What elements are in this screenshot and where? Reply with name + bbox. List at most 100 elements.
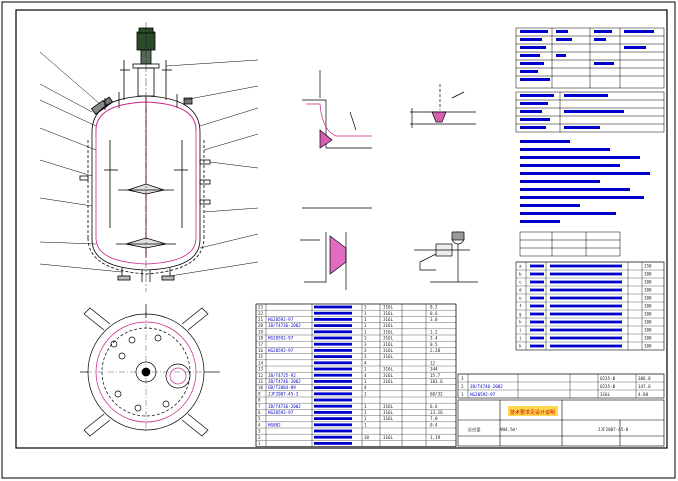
detail-weld-3	[300, 232, 347, 290]
bom-cell-qty: 1	[364, 323, 367, 328]
bom-cell-no: 22	[258, 311, 264, 316]
bom-cell-name-block	[314, 336, 352, 340]
bom-cell-qty: 1	[364, 416, 367, 421]
bom-cell-name-block	[314, 392, 352, 396]
detail-weld-1	[302, 70, 372, 209]
bom-cell-material: 316L	[383, 373, 394, 378]
bom-cell-no: 13	[258, 367, 264, 372]
equipment-name: 反应釜	[468, 426, 481, 433]
bom-cell-name-block	[314, 373, 352, 377]
bom-cell-material: 316L	[383, 305, 394, 310]
bom-cell-name-block	[314, 411, 352, 414]
bom-cell-code: HG20592-97	[268, 317, 294, 322]
bom-cell-material: 316L	[383, 329, 394, 334]
bom-cell-qty: 1	[364, 404, 367, 409]
lower-cell-material: Q235-B	[600, 376, 616, 381]
bom-cell-code: HG20592-97	[268, 336, 294, 341]
bom-cell-no: 5	[258, 416, 261, 421]
bom-cell-code: JB/T4736-2002	[268, 323, 301, 328]
bom-cell-qty: 1	[364, 367, 367, 372]
lower-cell-no: 2	[461, 384, 464, 389]
lower-cell-material: Q235-B	[600, 384, 616, 389]
nozzle-cell-code-block	[530, 328, 544, 332]
bom-cell-qty: 1	[364, 336, 367, 341]
nozzle-cell-size: 100	[644, 288, 652, 293]
nozzle-cell-id: a	[519, 264, 522, 269]
nozzle-cell-code-block	[530, 304, 544, 308]
nozzle-cell-spec-block	[550, 320, 622, 324]
nozzle-cell-id: c	[519, 280, 522, 285]
nozzle-cell-code-block	[530, 320, 544, 324]
bom-cell-no: 19	[258, 329, 264, 334]
bom-cell-name-block	[314, 404, 352, 408]
bom-cell-name-block	[314, 417, 352, 420]
bom-cell-weight: 2.20	[430, 348, 441, 353]
lower-cell-material: 316L	[600, 392, 611, 397]
bom-cell-weight: 1.2	[430, 329, 438, 334]
bom-cell-no: 15	[258, 354, 264, 359]
bom-cell-no: 7	[258, 404, 261, 409]
nozzle-cell-spec-block	[550, 264, 622, 268]
bom-cell-weight: 15.7	[430, 373, 441, 378]
bom-cell-code: JB/T4725-92	[268, 373, 296, 378]
bom-cell-qty: 1	[364, 311, 367, 316]
bom-cell-qty: 10	[364, 435, 370, 440]
lower-cell-no: 3	[461, 376, 464, 381]
bom-cell-material: 316L	[383, 379, 394, 384]
nozzle-cell-size: 100	[644, 336, 652, 341]
nozzle-cell-size: 100	[644, 344, 652, 349]
bom-cell-weight: 13.16	[430, 410, 443, 415]
bom-cell-no: 8	[258, 398, 261, 403]
bom-cell-qty: 1	[364, 391, 367, 396]
bom-cell-name-block	[314, 355, 352, 358]
bom-cell-code: JB/T4746-2002	[268, 379, 301, 384]
bom-cell-no: 12	[258, 373, 264, 378]
bom-cell-name-block	[314, 398, 352, 402]
bom-cell-name-block	[314, 361, 352, 365]
bom-cell-weight: 183.6	[430, 379, 443, 384]
lower-cell-code: HG20592-97	[470, 392, 496, 397]
bom-cell-material: 316L	[383, 348, 394, 353]
nozzle-cell-spec-block	[550, 296, 622, 300]
plan-view	[80, 304, 220, 437]
nozzle-cell-id: d	[519, 288, 522, 293]
bom-cell-no: 9	[258, 391, 261, 396]
bom-cell-no: 3	[258, 429, 261, 434]
nozzle-cell-id: i	[519, 328, 522, 333]
bom-cell-material: 316L	[383, 311, 394, 316]
nozzle-cell-size: 100	[644, 296, 652, 301]
bom-cell-weight: 60/32	[430, 391, 443, 396]
spec-text-blocks	[520, 30, 654, 129]
bom-cell-no: 17	[258, 342, 264, 347]
nozzle-cell-code-block	[530, 272, 544, 276]
bom-cell-name-block	[314, 429, 352, 433]
bom-cell-no: 14	[258, 360, 264, 365]
callout-leaders-right	[165, 59, 259, 277]
bom-cell-code: HG002	[268, 422, 281, 427]
nozzle-cell-code-block	[530, 296, 544, 300]
lower-cell-weight: 4.88	[638, 392, 649, 397]
nozzle-cell-id: b	[519, 272, 522, 277]
designation-label: VW4.5m³	[500, 427, 518, 432]
vessel-elevation	[79, 22, 211, 292]
bom-cell-code: JB/T4736-2002	[268, 404, 301, 409]
detail-weld-2	[410, 84, 476, 128]
bom-cell-name-block	[314, 380, 352, 383]
nozzle-cell-spec-block	[550, 280, 622, 284]
lower-cell-weight: 386.8	[638, 376, 651, 381]
bom-cell-qty: 1	[364, 317, 367, 322]
bom-cell-no: 2	[258, 435, 261, 440]
bom-cell-no: 21	[258, 317, 264, 322]
nozzle-cell-spec-block	[550, 328, 622, 332]
bom-cell-qty: 1	[364, 422, 367, 427]
bom-cell-qty: 3	[364, 348, 367, 353]
bom-cell-qty: 4	[364, 373, 367, 378]
bom-cell-weight: 0.6	[430, 311, 438, 316]
lower-cell-weight: 147.6	[638, 384, 651, 389]
bom-cell-name-block	[314, 324, 352, 327]
nozzle-cell-spec-block	[550, 272, 622, 276]
bom-cell-material: 316L	[383, 317, 394, 322]
